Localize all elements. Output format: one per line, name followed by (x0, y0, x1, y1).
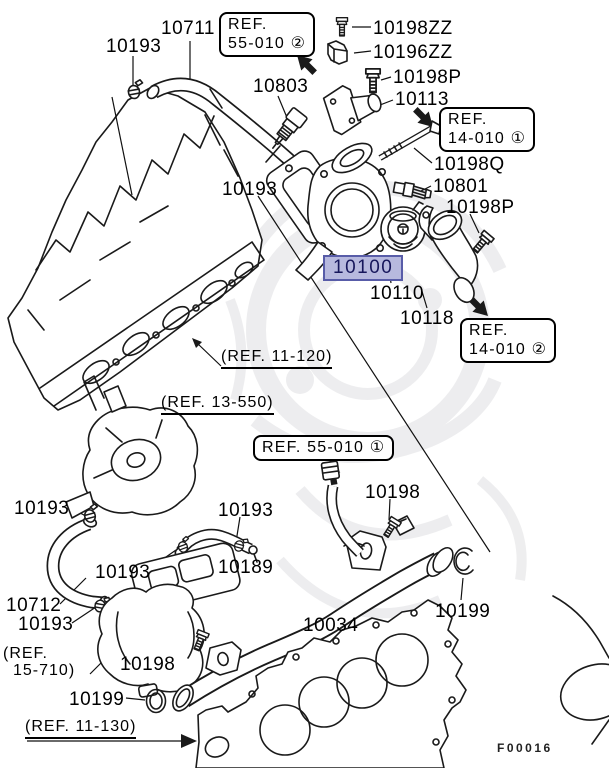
part-label-10198P[interactable]: 10198P (446, 197, 515, 218)
fitting-10113-art (322, 84, 382, 136)
water-pump-art (65, 375, 199, 519)
ref-box-55-010: REF. 55-010 ① (253, 435, 395, 461)
part-label-10110[interactable]: 10110 (370, 283, 424, 304)
part-label-10712[interactable]: 10712 (6, 595, 62, 616)
part-label-10196ZZ[interactable]: 10196ZZ (373, 42, 453, 63)
part-label-10711[interactable]: 10711 (161, 18, 215, 39)
part-label-10198ZZ[interactable]: 10198ZZ (373, 18, 453, 39)
ref-box-14-010: REF.14-010 ① (439, 107, 536, 152)
ref-note: (REF.15-710) (3, 645, 76, 679)
thermostat-10110-art (380, 201, 426, 252)
water-outlet-10118-art (418, 205, 479, 304)
part-label-10198P[interactable]: 10198P (393, 67, 462, 88)
part-label-10198Q[interactable]: 10198Q (434, 154, 505, 175)
part-label-10118[interactable]: 10118 (400, 308, 454, 329)
cylinder-head-art (7, 87, 265, 411)
ref-note: (REF. 11-120) (221, 348, 333, 369)
part-label-10198[interactable]: 10198 (365, 482, 421, 503)
thermostat-case-art (97, 542, 241, 698)
part-label-10193[interactable]: 10193 (222, 179, 278, 200)
figure-code: F00016 (497, 741, 553, 755)
part-label-10193[interactable]: 10193 (18, 614, 74, 635)
part-label-10193[interactable]: 10193 (14, 498, 70, 519)
part-label-10193[interactable]: 10193 (106, 36, 162, 57)
part-label-10193[interactable]: 10193 (218, 500, 274, 521)
o-ring-10199-icon (145, 688, 167, 714)
snap-ring-10199-icon (453, 547, 474, 575)
sensor-10801-icon (392, 181, 432, 200)
part-label-10801[interactable]: 10801 (433, 176, 489, 197)
ref-box-55-010: REF.55-010 ② (219, 12, 316, 57)
head-gasket-art (195, 599, 467, 768)
water-pipe-10034-art (172, 515, 454, 712)
ref-note: (REF. 11-130) (25, 718, 137, 739)
part-label-10198[interactable]: 10198 (120, 654, 176, 675)
part-label-10199[interactable]: 10199 (435, 601, 491, 622)
part-label-10803[interactable]: 10803 (253, 76, 309, 97)
clip-10196zz-icon (327, 40, 348, 65)
ref-note: (REF. 13-550) (161, 394, 274, 415)
part-label-10113[interactable]: 10113 (395, 89, 449, 110)
ref-box-14-010: REF.14-010 ② (460, 318, 557, 363)
water-outlet-fitting-10100-art (265, 142, 392, 281)
breather-tube-art (320, 460, 364, 557)
bolt-10198q-icon (378, 120, 442, 161)
part-label-10193[interactable]: 10193 (95, 562, 151, 583)
selected-part-label-10100[interactable]: 10100 (323, 255, 404, 281)
engine-block-corner-art (552, 595, 609, 745)
part-label-10034[interactable]: 10034 (303, 615, 359, 636)
part-label-10199[interactable]: 10199 (69, 689, 125, 710)
sensor-10803-art (272, 107, 308, 149)
part-label-10189[interactable]: 10189 (218, 557, 274, 578)
